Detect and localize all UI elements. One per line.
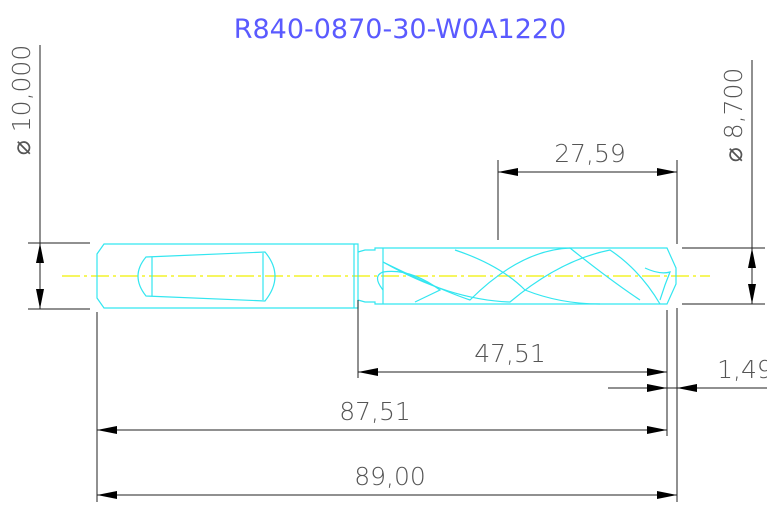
- dim-flute-length: 27,59: [554, 139, 626, 168]
- dimension-lines: [36, 168, 767, 499]
- part-number-title: R840-0870-30-W0A1220: [234, 14, 567, 45]
- dim-body-diameter: ⌀ 8,700: [719, 68, 748, 163]
- dim-body-length: 47,51: [474, 339, 546, 368]
- dim-overall-length: 89,00: [354, 462, 426, 491]
- drill-outline: [96, 243, 677, 309]
- dim-point-length: 1,49: [717, 355, 767, 384]
- dim-length-to-point: 87,51: [339, 397, 411, 426]
- dim-shank-diameter: ⌀ 10,000: [7, 45, 36, 155]
